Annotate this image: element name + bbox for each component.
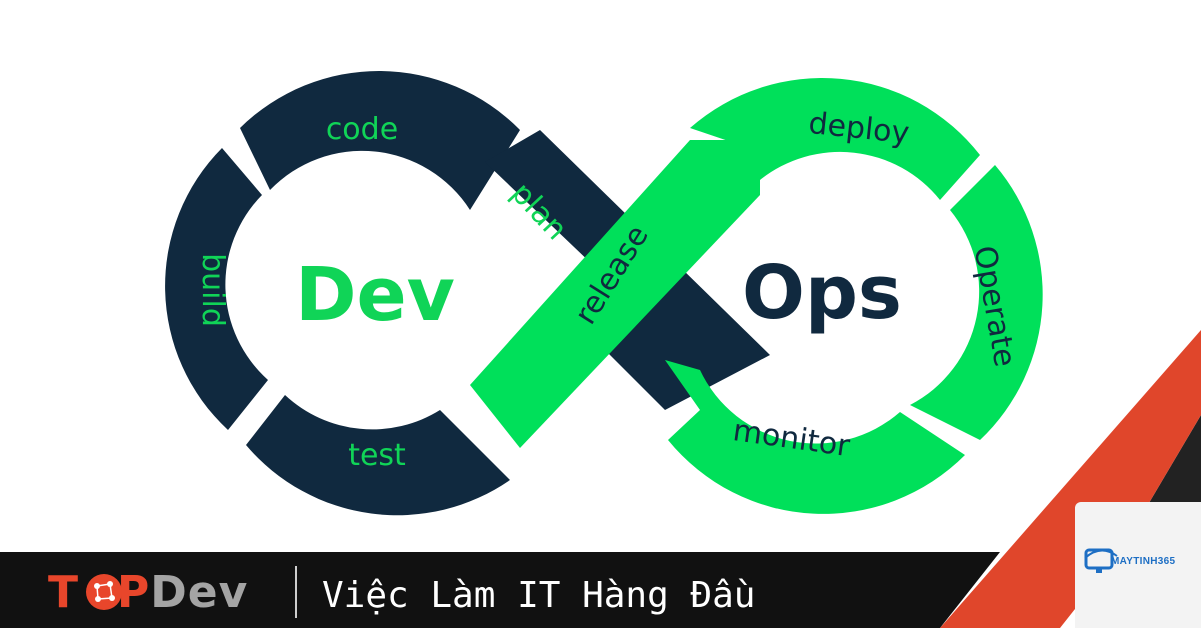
corner-stripe-red — [940, 330, 1201, 628]
segment-build — [165, 148, 268, 430]
footer-bar — [0, 552, 1000, 628]
brand-o-icon — [86, 574, 122, 610]
segment-monitor — [665, 360, 965, 514]
badge-title: MAYTINH365 — [1111, 556, 1176, 567]
label-test: test — [348, 438, 406, 473]
brand-letter-p: P — [117, 567, 151, 618]
segment-deploy — [690, 77, 980, 200]
center-label-ops: Ops — [742, 250, 902, 336]
segment-code — [240, 71, 520, 210]
footer-tagline: Việc Làm IT Hàng Đầu — [322, 575, 756, 616]
label-build: build — [195, 253, 230, 327]
label-code: code — [326, 112, 398, 147]
left-loop — [165, 71, 770, 516]
brand-word-dev: Dev — [150, 567, 249, 618]
monitor-logo-icon — [1084, 548, 1118, 573]
center-label-dev: Dev — [295, 252, 455, 338]
brand-letter-t: T — [48, 567, 80, 618]
segment-release — [470, 140, 760, 448]
segment-operate — [910, 165, 1043, 440]
maytinh365-badge: MAYTINH365 — [1075, 502, 1201, 628]
footer-divider — [295, 566, 297, 618]
right-loop — [470, 77, 1043, 514]
segment-test — [246, 395, 510, 516]
